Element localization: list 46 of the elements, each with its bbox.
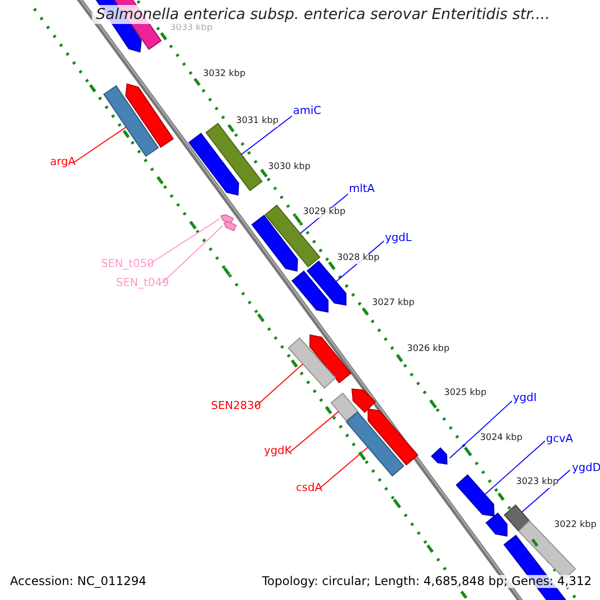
scale-label: 3032 kbp [203,70,246,80]
leader-line [148,218,220,266]
gene-bar [288,337,336,389]
leader-line [240,116,292,155]
scale-label: 3033 kbp [170,24,212,34]
gene-label: SEN_t050 [101,258,154,270]
scale-label: 3022 kbp [554,521,596,531]
gene-label: SEN2830 [211,400,262,412]
gene-label: argA [50,156,76,168]
footer-text: Accession: NC_011294 [10,575,146,588]
gene-label: ygdD [572,462,600,474]
scale-label: 3024 kbp [480,434,522,444]
scale-label: 3028 kbp [337,254,380,264]
scale-label: 3025 kbp [444,389,486,399]
leader-line [320,446,368,488]
scale-label: 3027 kbp [372,299,414,309]
gene-label: ygdL [385,232,412,244]
scale-label: 3031 kbp [236,117,278,127]
gene-block [430,447,448,465]
leader-line [484,440,546,495]
gene-label: ygdK [264,445,292,458]
gene-block [306,260,346,306]
scale-label: 3026 kbp [407,345,450,355]
scale-label: 3029 kbp [303,208,346,218]
leader-line [521,470,570,513]
gene-block [456,474,495,517]
leader-line [290,411,340,452]
scale-label: 3030 kbp [268,163,310,173]
gene-label: ygdI [513,392,537,404]
gene-bar [205,122,263,192]
footer-text: Topology: circular; Length: 4,685,848 bp; Genes: 4,312 [262,575,592,588]
leader-line [72,126,127,164]
scale-label: 3023 kbp [516,478,558,488]
leader-line [162,225,224,284]
gene-block [223,221,237,232]
gene-block [220,214,234,224]
gene-label: mltA [349,183,375,196]
gene-label: amiC [293,105,322,118]
gene-bar [330,392,358,422]
gene-bar [103,85,159,157]
gene-label: csdA [296,482,322,494]
gene-label: SEN_t049 [116,277,169,290]
gene-bar [346,411,404,477]
gene-label: gcvA [546,433,574,446]
leader-line [254,363,304,408]
leader-line [449,400,512,459]
